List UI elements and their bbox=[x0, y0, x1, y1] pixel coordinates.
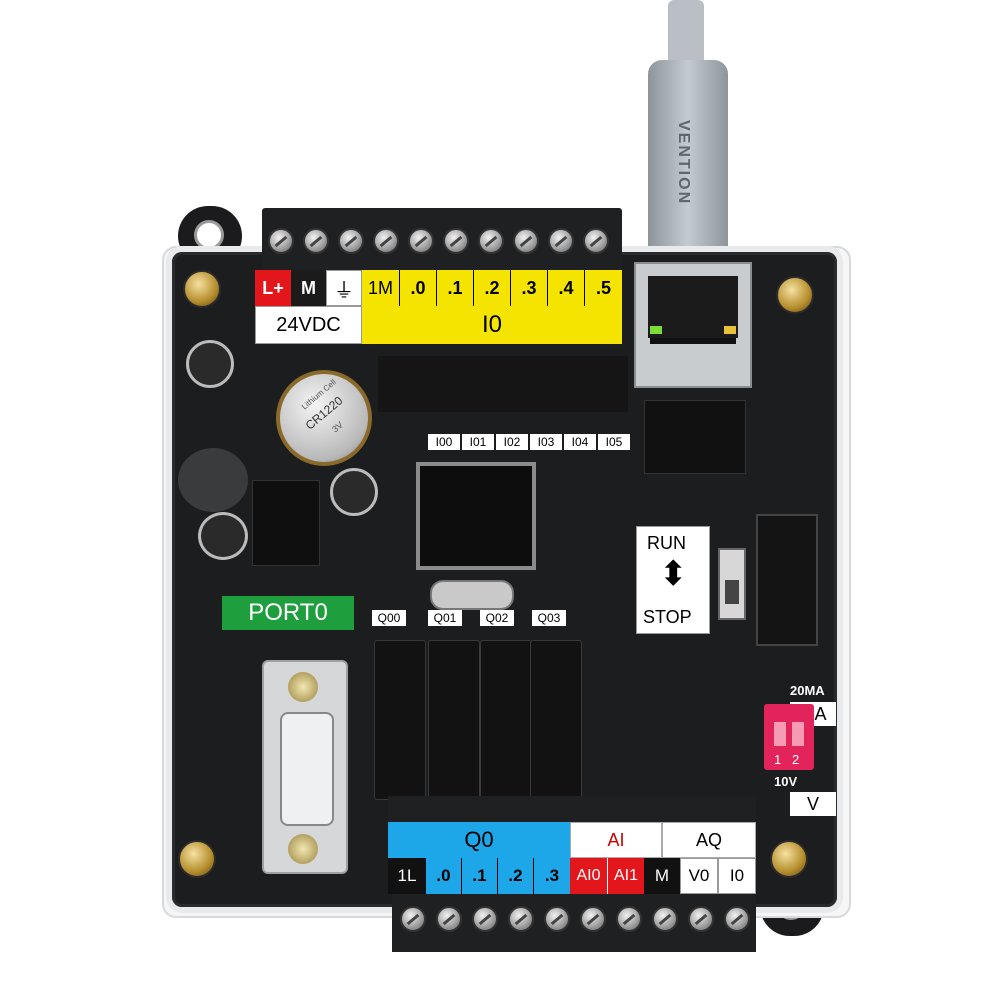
dip-bottom-label: 10V bbox=[774, 774, 798, 789]
label-in-5: .5 bbox=[585, 270, 622, 306]
capacitor bbox=[198, 512, 248, 560]
input-optocouplers bbox=[378, 356, 628, 412]
led-label-q03: Q03 bbox=[532, 610, 566, 626]
terminal-screw[interactable] bbox=[472, 906, 498, 932]
activity-led bbox=[724, 326, 736, 334]
microcontroller bbox=[416, 462, 536, 570]
label-out-3: .3 bbox=[534, 858, 570, 894]
updown-arrow-icon: ⬍ bbox=[659, 555, 688, 593]
run-label: RUN bbox=[647, 533, 686, 553]
label-1l: 1L bbox=[388, 858, 426, 894]
label-v0: V0 bbox=[680, 858, 718, 894]
terminal-screw[interactable] bbox=[580, 906, 606, 932]
output-relay bbox=[428, 640, 480, 800]
terminal-screw[interactable] bbox=[616, 906, 642, 932]
capacitor bbox=[186, 340, 234, 388]
ethernet-port[interactable] bbox=[634, 262, 752, 388]
label-1m: 1M bbox=[362, 270, 400, 306]
voltage-regulator bbox=[252, 480, 320, 566]
db9-serial-port[interactable] bbox=[262, 660, 348, 874]
db9-screw bbox=[288, 834, 318, 864]
label-out-0: .0 bbox=[426, 858, 462, 894]
label-i0-group: I0 bbox=[362, 306, 622, 344]
dip-pos-1: 1 bbox=[774, 752, 782, 767]
terminal-screw[interactable] bbox=[688, 906, 714, 932]
label-l-plus: L+ bbox=[255, 270, 291, 306]
standoff-bolt bbox=[183, 270, 221, 308]
standoff-bolt bbox=[178, 840, 216, 878]
label-m-bottom: M bbox=[644, 858, 680, 894]
group-aq-label: AQ bbox=[662, 822, 756, 858]
label-out-2: .2 bbox=[498, 858, 534, 894]
label-24vdc: 24VDC bbox=[255, 306, 362, 344]
terminal-screw[interactable] bbox=[338, 228, 364, 254]
output-relay bbox=[530, 640, 582, 800]
output-relay bbox=[480, 640, 532, 800]
label-in-2: .2 bbox=[474, 270, 511, 306]
led-label-i03: I03 bbox=[530, 434, 562, 450]
battery-volt: 3V bbox=[330, 419, 345, 435]
standoff-bolt bbox=[776, 276, 814, 314]
terminal-screw[interactable] bbox=[373, 228, 399, 254]
led-label-i01: I01 bbox=[462, 434, 494, 450]
v-label: V bbox=[790, 792, 836, 816]
led-label-i00: I00 bbox=[428, 434, 460, 450]
group-q0-label: Q0 bbox=[388, 822, 570, 858]
label-ground: ⏚ bbox=[326, 270, 362, 306]
ethernet-chip bbox=[644, 400, 746, 474]
dip-switch[interactable]: 1 2 bbox=[764, 704, 814, 770]
label-ai0: AI0 bbox=[570, 858, 608, 894]
run-stop-label: RUN ⬍ STOP bbox=[636, 526, 710, 634]
inductor bbox=[178, 448, 248, 512]
label-m: M bbox=[291, 270, 326, 306]
run-stop-switch[interactable] bbox=[718, 548, 746, 620]
ethernet-plug: VENTION bbox=[648, 60, 728, 260]
label-ai1: AI1 bbox=[608, 858, 644, 894]
dip-pos-2: 2 bbox=[792, 752, 800, 767]
label-in-3: .3 bbox=[511, 270, 548, 306]
terminal-screw[interactable] bbox=[303, 228, 329, 254]
dip-top-label: 20MA bbox=[790, 683, 825, 698]
terminal-screw[interactable] bbox=[400, 906, 426, 932]
label-i0-out: I0 bbox=[718, 858, 756, 894]
link-led bbox=[650, 326, 662, 334]
terminal-screw[interactable] bbox=[583, 228, 609, 254]
terminal-screw[interactable] bbox=[544, 906, 570, 932]
terminal-screw[interactable] bbox=[436, 906, 462, 932]
terminal-screw[interactable] bbox=[268, 228, 294, 254]
label-in-0: .0 bbox=[400, 270, 437, 306]
group-ai-label: AI bbox=[570, 822, 662, 858]
led-label-i04: I04 bbox=[564, 434, 596, 450]
terminal-screw[interactable] bbox=[513, 228, 539, 254]
label-in-4: .4 bbox=[548, 270, 585, 306]
terminal-screw[interactable] bbox=[724, 906, 750, 932]
expansion-header[interactable] bbox=[756, 514, 818, 646]
terminal-screw[interactable] bbox=[508, 906, 534, 932]
led-label-q00: Q00 bbox=[372, 610, 406, 626]
label-in-1: .1 bbox=[437, 270, 474, 306]
bottom-terminal-block bbox=[388, 796, 756, 824]
terminal-screw[interactable] bbox=[408, 228, 434, 254]
led-label-q01: Q01 bbox=[428, 610, 462, 626]
led-label-q02: Q02 bbox=[480, 610, 514, 626]
standoff-bolt bbox=[770, 840, 808, 878]
led-label-i05: I05 bbox=[598, 434, 630, 450]
terminal-screw[interactable] bbox=[652, 906, 678, 932]
terminal-screw[interactable] bbox=[443, 228, 469, 254]
cable-brand: VENTION bbox=[675, 120, 692, 206]
capacitor bbox=[330, 468, 378, 516]
terminal-screw[interactable] bbox=[478, 228, 504, 254]
output-relay bbox=[374, 640, 426, 800]
coin-battery: CR1220 Lithium Cell 3V bbox=[276, 370, 372, 466]
terminal-screw[interactable] bbox=[548, 228, 574, 254]
stop-label: STOP bbox=[643, 607, 692, 627]
led-label-i02: I02 bbox=[496, 434, 528, 450]
crystal bbox=[430, 580, 514, 610]
db9-screw bbox=[288, 672, 318, 702]
label-out-1: .1 bbox=[462, 858, 498, 894]
port0-label: PORT0 bbox=[222, 596, 354, 630]
